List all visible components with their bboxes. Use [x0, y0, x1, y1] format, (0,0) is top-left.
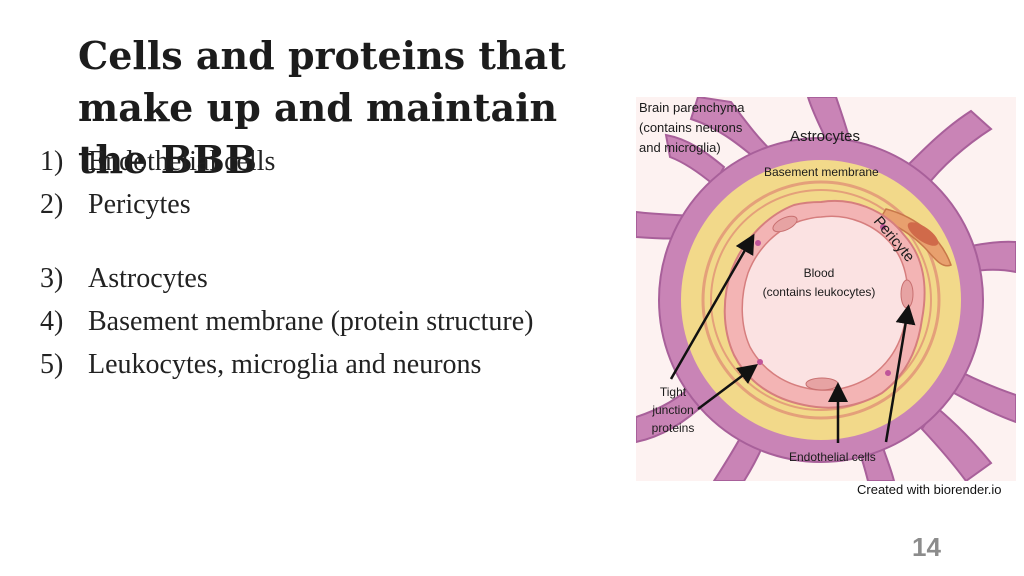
basement-membrane-inner — [710, 189, 932, 411]
endothelial-cells-label: Endothelial cells — [789, 450, 876, 464]
basement-membrane-label: Basement membrane — [764, 165, 879, 179]
list-number: 1) — [40, 146, 64, 177]
list-text: Endothelial cells — [88, 146, 276, 177]
tight-junction-label: Tight junction proteins — [642, 383, 704, 437]
tight-junction-line: junction — [652, 403, 694, 417]
page-title: Cells and proteins that make up and main… — [78, 33, 566, 182]
annotation-arrows — [669, 233, 916, 443]
list-number: 2) — [40, 189, 64, 220]
bbb-diagram — [636, 97, 1016, 481]
list-text: Pericytes — [88, 189, 191, 220]
list-item: 3) Astrocytes — [40, 257, 640, 300]
list-item: 4) Basement membrane (protein structure) — [40, 300, 640, 343]
list-item: 5) Leukocytes, microglia and neurons — [40, 343, 640, 386]
list-text: Leukocytes, microglia and neurons — [88, 349, 482, 380]
list-item: 2) Pericytes — [40, 183, 640, 226]
blood-line: Blood — [803, 266, 835, 280]
blood-line: (contains leukocytes) — [762, 285, 876, 299]
page-number: 14 — [912, 532, 941, 562]
astrocytes-label: Astrocytes — [790, 128, 861, 145]
brain-parenchyma-line: (contains neurons — [639, 120, 743, 135]
list-text: Basement membrane (protein structure) — [88, 306, 534, 337]
list-item: 1) Endothelial cells — [40, 140, 640, 183]
list-number: 3) — [40, 263, 64, 294]
brain-parenchyma-line: and microglia) — [639, 140, 721, 155]
blood-label: Blood (contains leukocytes) — [752, 264, 886, 302]
brain-parenchyma-line: Brain parenchyma — [639, 100, 745, 115]
list-text: Astrocytes — [88, 263, 208, 294]
list-number: 5) — [40, 349, 64, 380]
tight-junction-line: Tight — [659, 385, 687, 399]
blood-lumen — [741, 215, 909, 391]
list-number: 4) — [40, 306, 64, 337]
credit-text: Created with biorender.io — [857, 482, 1002, 497]
basement-membrane-outer — [701, 180, 941, 420]
brain-parenchyma-label: Brain parenchyma (contains neurons and m… — [639, 98, 745, 158]
pericyte-nucleus — [907, 222, 939, 246]
tight-junction-dots — [755, 224, 891, 376]
tight-junction-line: proteins — [651, 421, 695, 435]
cell-list: 1) Endothelial cells 2) Pericytes 3) Astroc… — [40, 140, 640, 386]
